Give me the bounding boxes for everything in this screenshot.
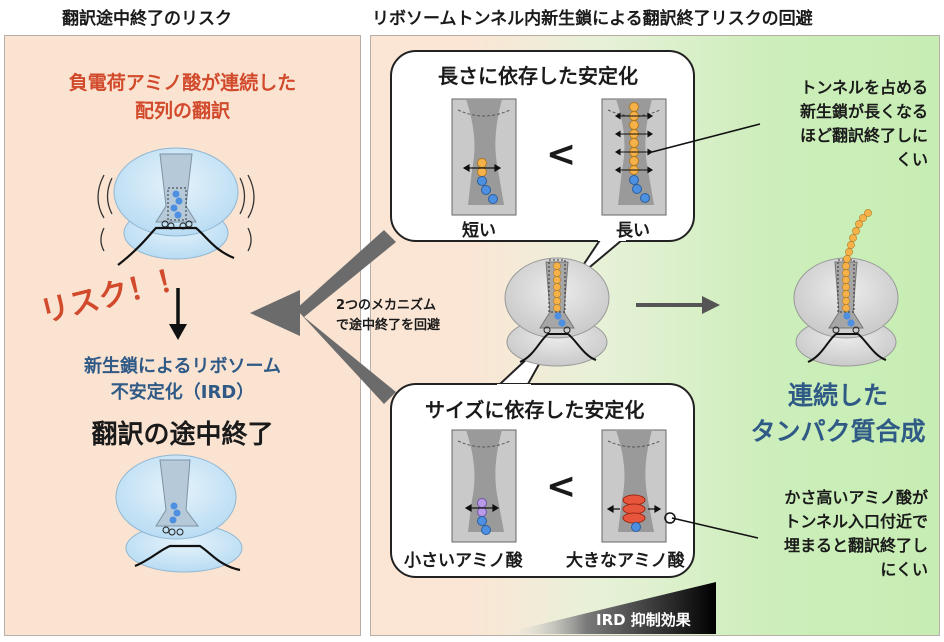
size-less-than: < [546,466,577,507]
length-less-than: < [546,134,577,175]
small-amino-acid-diagram [451,429,517,543]
right-arrow [636,296,720,314]
continuous-synthesis-label: 連続した タンパク質合成 [750,381,926,446]
down-arrow [169,288,187,340]
y-arrow [250,230,396,404]
length-note-leader [651,123,761,153]
large-amino-acid-diagram [601,429,667,543]
left-title-line1: 負電荷アミノ酸が連続した [68,72,297,94]
short-chain-diagram [451,98,517,216]
ird-effect-gradient [500,582,716,634]
size-note-leader [671,517,759,539]
left-header: 翻訳途中終了のリスク [62,9,232,29]
size-note: かさ高いアミノ酸が トンネル入口付近で 埋まると翻訳終了し にくい [783,488,928,579]
length-note: トンネルを占める 新生鎖が長くなる ほど翻訳終了しに くい [799,78,928,169]
result-ribosome [793,209,899,367]
unstable-ribosome-top [97,147,255,266]
termination-label: 翻訳の途中終了 [91,420,274,450]
long-chain-diagram [601,98,667,216]
mechanisms-label: 2つのメカニズム で途中終了を回避 [336,298,441,333]
short-label: 短い [462,221,496,241]
dissociated-ribosome [115,454,243,573]
large-amino-acid-label: 大きなアミノ酸 [566,551,685,571]
ird-line1: 新生鎖によるリボソーム [84,356,281,377]
length-box-title: 長さに依存した安定化 [438,64,638,88]
right-header: リボソームトンネル内新生鎖による翻訳終了リスクの回避 [372,9,813,29]
small-amino-acid-label: 小さいアミノ酸 [404,551,523,571]
long-label: 長い [616,221,650,241]
center-ribosome [504,257,610,367]
ird-line2: 不安定化（IRD） [110,382,255,403]
size-note-marker [664,512,676,524]
left-title-line2: 配列の翻訳 [134,100,230,122]
ird-effect-label: IRD 抑制効果 [596,611,691,629]
size-box-title: サイズに依存した安定化 [425,398,645,422]
